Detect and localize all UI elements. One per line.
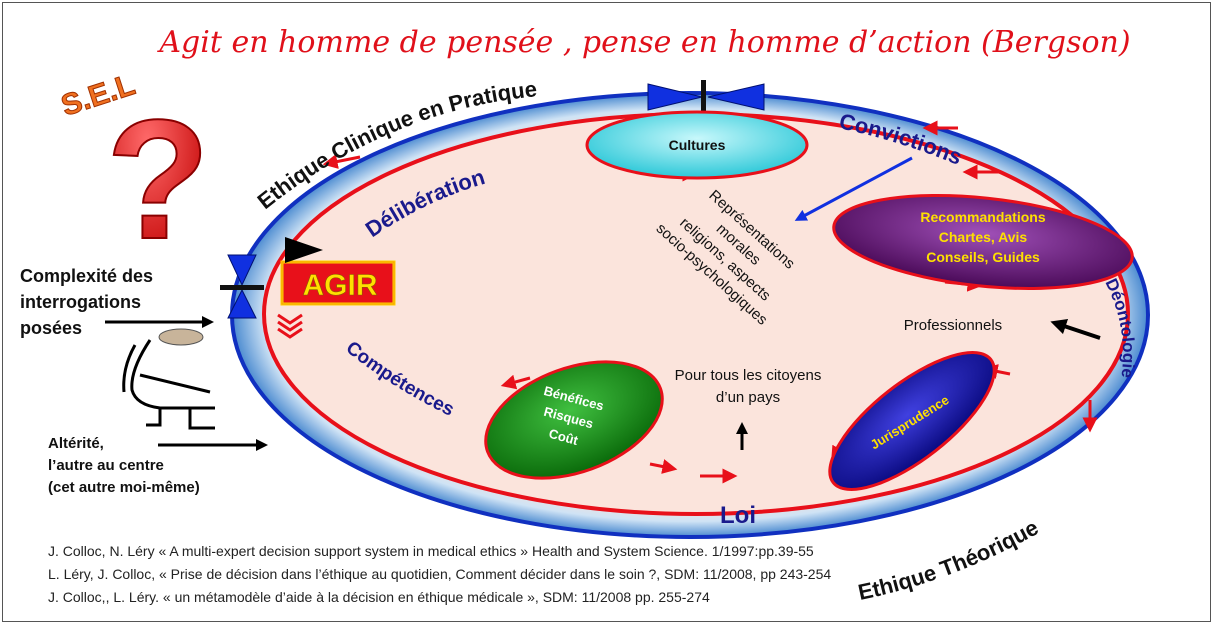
- professionnels-label: Professionnels: [904, 317, 1002, 334]
- reference-1: J. Colloc, N. Léry « A multi-expert deci…: [48, 543, 814, 559]
- question-mark-icon: ?: [106, 85, 210, 275]
- recommandations-oval: [832, 194, 1134, 290]
- complexite-line-3: posées: [20, 318, 82, 338]
- play-triangle-icon: [285, 237, 323, 263]
- convictions-arrow: [794, 156, 913, 221]
- agir-label: AGIR: [303, 269, 378, 302]
- alterite-line-1: Altérité,: [48, 435, 104, 452]
- slide-title: Agit en homme de pensée , pense en homme…: [156, 25, 1130, 60]
- reference-3: J. Colloc,, L. Léry. « un métamodèle d’a…: [48, 589, 710, 605]
- recommandations-line-2: Chartes, Avis: [939, 229, 1028, 245]
- cultures-oval: [585, 110, 809, 180]
- thinker-figure-icon: [122, 339, 215, 430]
- citoyens-line-1: Pour tous les citoyens: [675, 367, 822, 384]
- complexite-line-2: interrogations: [20, 292, 141, 312]
- jurisprudence-oval: [828, 351, 996, 491]
- loi-label: Loi: [720, 502, 756, 529]
- alterite-block: Altérité, l’autre au centre (cet autre m…: [48, 435, 200, 496]
- ring-direction-arrows: [322, 120, 1098, 484]
- citoyens-line-2: d’un pays: [716, 389, 780, 406]
- benefices-oval: [484, 360, 664, 480]
- top-valve-icon: [647, 80, 765, 114]
- cultures-label: Cultures: [669, 137, 726, 153]
- ethique-theorique-label: Ethique Théorique: [856, 515, 1043, 605]
- complexite-line-1: Complexité des: [20, 266, 153, 286]
- chevron-down-icon: [277, 313, 303, 339]
- alterite-line-3: (cet autre moi-même): [48, 479, 200, 496]
- professionnels-arrow: [1050, 318, 1101, 340]
- recommandations-line-3: Conseils, Guides: [926, 249, 1040, 265]
- thinker-head-icon: [158, 328, 204, 346]
- reference-2: L. Léry, J. Colloc, « Prise de décision …: [48, 566, 832, 582]
- alterite-line-2: l’autre au centre: [48, 457, 164, 474]
- recommandations-line-1: Recommandations: [920, 209, 1045, 225]
- left-valve-icon: [220, 254, 264, 319]
- complexite-block: Complexité des interrogations posées: [20, 266, 153, 338]
- agir-box: [280, 260, 396, 306]
